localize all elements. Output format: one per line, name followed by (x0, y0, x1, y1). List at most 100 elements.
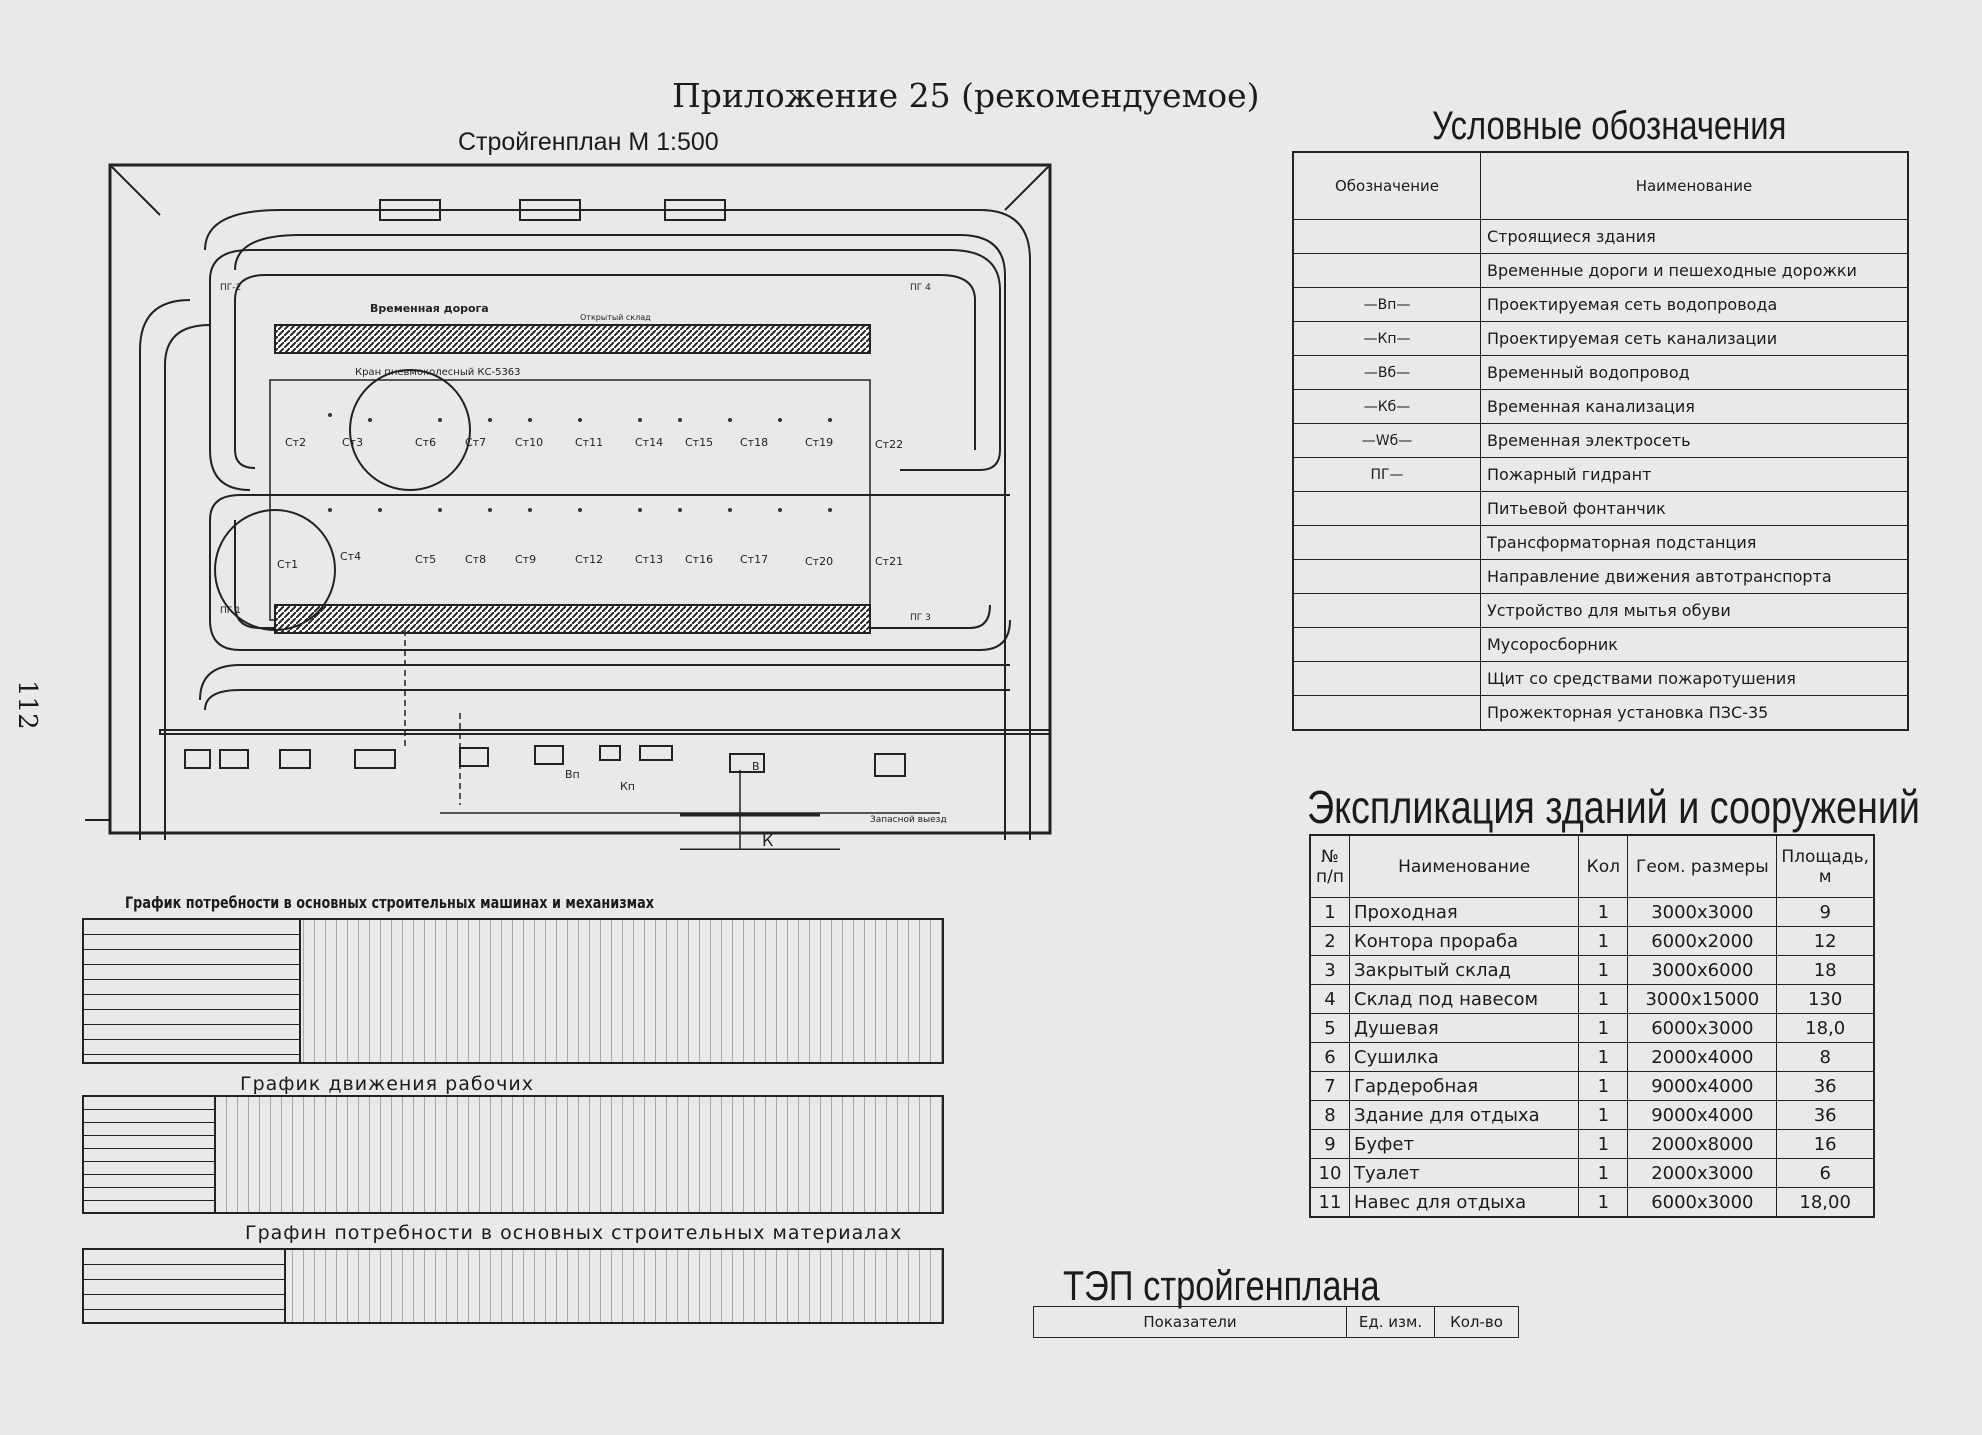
explication-cell: Навес для отдыха (1348, 1187, 1580, 1218)
explication-cell: 36 (1776, 1071, 1875, 1101)
workers-schedule-names (84, 1097, 216, 1212)
explication-cell: 2000х3000 (1627, 1158, 1778, 1188)
explication-cell: 3000х15000 (1627, 984, 1778, 1014)
explication-cell: 3000х6000 (1627, 955, 1778, 985)
explication-title: Экспликация зданий и сооружений (1307, 781, 1921, 833)
legend-name: Временная электросеть (1480, 423, 1909, 458)
legend-symbol: —Вп— (1292, 287, 1481, 322)
column-label: Ст3 (342, 436, 363, 449)
explication-cell: Туалет (1348, 1158, 1580, 1188)
site-plan-drawing: Временная дорога Кран пневмоколесный КС-… (85, 163, 1052, 850)
explication-cell: 3 (1309, 955, 1350, 985)
column-label: Ст4 (340, 550, 361, 563)
page-title: Приложение 25 (рекомендуемое) (672, 76, 1260, 115)
materials-schedule (82, 1248, 944, 1324)
legend-name: Проектируемая сеть канализации (1480, 321, 1909, 356)
page-number: 112 (12, 680, 42, 730)
legend-row: Устройство для мытья обуви (1292, 593, 1909, 628)
legend-row: Прожекторная установка ПЗС-35 (1292, 695, 1909, 731)
legend-row: ПГ—Пожарный гидрант (1292, 457, 1909, 492)
explication-cell: 6 (1776, 1158, 1875, 1188)
explication-cell: 1 (1578, 926, 1629, 956)
legend-name: Прожекторная установка ПЗС-35 (1480, 695, 1909, 731)
road-label: Временная дорога (370, 302, 489, 315)
legend-name: Устройство для мытья обуви (1480, 593, 1909, 628)
legend-symbol (1292, 525, 1481, 560)
column-label: Ст13 (635, 553, 663, 566)
network-mark: Кп (620, 780, 635, 793)
hydrant-label: ПГ 3 (910, 613, 931, 623)
explication-cell: Склад под навесом (1348, 984, 1580, 1014)
explication-cell: 1 (1578, 897, 1629, 927)
explication-cell: 1 (1578, 1042, 1629, 1072)
hydrant-label: ПГ 4 (910, 283, 931, 293)
hydrant-label: ПГ-2 (220, 283, 241, 293)
tep-title: ТЭП стройгенплана (1063, 1262, 1380, 1309)
legend-name: Проектируемая сеть водопровода (1480, 287, 1909, 322)
legend-table: Обозначение Наименование Строящиеся здан… (1292, 151, 1909, 731)
crane-label: Кран пневмоколесный КС-5363 (355, 367, 521, 378)
tep-header: Ед. изм. (1346, 1306, 1435, 1338)
column-label: Ст14 (635, 436, 663, 449)
explication-cell: 7 (1309, 1071, 1350, 1101)
network-mark: В (752, 760, 760, 773)
legend-name: Строящиеся здания (1480, 219, 1909, 254)
hydrant-label: ПГ 1 (220, 606, 241, 616)
explication-cell: 8 (1309, 1100, 1350, 1130)
explication-cell: 6000х3000 (1627, 1013, 1778, 1043)
open-store-label: Открытый склад (580, 313, 651, 322)
explication-cell: Сушилка (1348, 1042, 1580, 1072)
legend-row: —Вп—Проектируемая сеть водопровода (1292, 287, 1909, 322)
legend-row: Щит со средствами пожаротушения (1292, 661, 1909, 696)
column-label: Ст10 (515, 436, 543, 449)
workers-schedule (82, 1095, 944, 1214)
legend-row: Трансформаторная подстанция (1292, 525, 1909, 560)
legend-name: Щит со средствами пожаротушения (1480, 661, 1909, 696)
explication-header: Площадь, м (1776, 834, 1875, 898)
legend-symbol (1292, 661, 1481, 696)
legend-symbol (1292, 559, 1481, 594)
tep-header: Показатели (1033, 1306, 1347, 1338)
column-label: Ст22 (875, 438, 903, 451)
legend-name: Временные дороги и пешеходные дорожки (1480, 253, 1909, 288)
explication-cell: Буфет (1348, 1129, 1580, 1159)
column-label: Ст21 (875, 555, 903, 568)
explication-cell: 6 (1309, 1042, 1350, 1072)
explication-cell: 3000х3000 (1627, 897, 1778, 927)
explication-cell: 9000х4000 (1627, 1100, 1778, 1130)
legend-symbol: —Вб— (1292, 355, 1481, 390)
legend-header-name: Наименование (1480, 151, 1909, 220)
explication-cell: 18 (1776, 955, 1875, 985)
explication-cell: 12 (1776, 926, 1875, 956)
explication-cell: 1 (1578, 1100, 1629, 1130)
explication-cell: 18,0 (1776, 1013, 1875, 1043)
network-mark: К (762, 831, 774, 850)
legend-title: Условные обозначения (1432, 104, 1787, 148)
materials-schedule-title: Графин потребности в основных строительн… (245, 1222, 903, 1244)
column-label: Ст9 (515, 553, 536, 566)
explication-cell: 6000х3000 (1627, 1187, 1778, 1218)
explication-cell: 11 (1309, 1187, 1350, 1218)
legend-symbol (1292, 219, 1481, 254)
explication-cell: 130 (1776, 984, 1875, 1014)
column-label: Ст5 (415, 553, 436, 566)
explication-cell: Закрытый склад (1348, 955, 1580, 985)
column-label: Ст19 (805, 436, 833, 449)
explication-cell: 9000х4000 (1627, 1071, 1778, 1101)
column-label: Ст20 (805, 555, 833, 568)
explication-cell: 1 (1578, 1071, 1629, 1101)
legend-symbol: —Кп— (1292, 321, 1481, 356)
explication-header: Кол (1578, 834, 1629, 898)
legend-symbol (1292, 593, 1481, 628)
machines-schedule-names (84, 920, 301, 1062)
legend-header-symbol: Обозначение (1292, 151, 1481, 220)
column-label: Ст18 (740, 436, 768, 449)
materials-schedule-names (84, 1250, 286, 1322)
legend-row: —Кп—Проектируемая сеть канализации (1292, 321, 1909, 356)
legend-name: Направление движения автотранспорта (1480, 559, 1909, 594)
